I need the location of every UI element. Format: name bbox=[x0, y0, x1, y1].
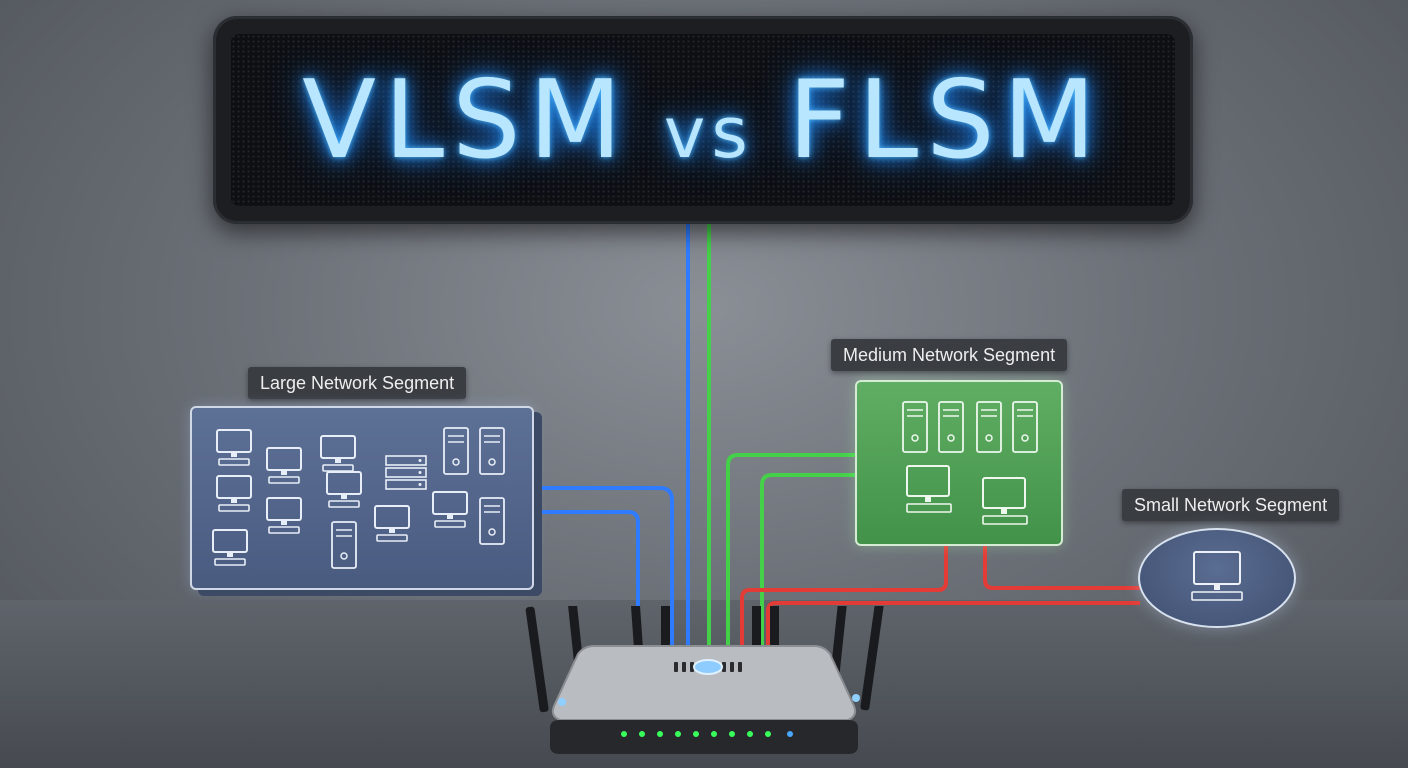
router-glow-left bbox=[558, 698, 566, 706]
tower-server-icon bbox=[478, 426, 506, 476]
sign-title-mid: vs bbox=[663, 91, 754, 174]
monitor-icon bbox=[979, 476, 1031, 528]
monitor-icon bbox=[264, 446, 306, 486]
medium-link-2 bbox=[760, 473, 857, 645]
monitor-icon bbox=[318, 434, 360, 474]
tower-server-icon bbox=[478, 496, 506, 546]
router-glow-right bbox=[852, 694, 860, 702]
medium-network-segment bbox=[855, 380, 1063, 546]
monitor-icon bbox=[430, 490, 472, 530]
led-sign-screen: VLSM vs FLSM bbox=[231, 34, 1175, 206]
monitor-icon bbox=[903, 464, 955, 516]
small-network-segment bbox=[1138, 528, 1296, 628]
tower-server-icon bbox=[975, 400, 1003, 454]
monitor-icon bbox=[324, 470, 366, 510]
large-link-1 bbox=[540, 486, 674, 645]
small-link-1 bbox=[740, 545, 948, 645]
small-link-3 bbox=[766, 601, 1140, 645]
monitor-icon bbox=[214, 474, 256, 514]
large-network-segment bbox=[190, 406, 534, 590]
large-link-2 bbox=[540, 510, 640, 645]
tower-server-icon bbox=[442, 426, 470, 476]
tower-server-icon bbox=[901, 400, 929, 454]
led-sign: VLSM vs FLSM bbox=[213, 16, 1193, 224]
router-status-leds bbox=[621, 731, 793, 737]
router-vents bbox=[674, 662, 742, 672]
sign-title: VLSM vs FLSM bbox=[302, 58, 1104, 183]
router-body bbox=[551, 645, 857, 721]
sign-title-left: VLSM bbox=[302, 57, 630, 183]
small-link-2 bbox=[983, 545, 1140, 590]
monitor-icon bbox=[1188, 550, 1248, 606]
sign-title-right: FLSM bbox=[787, 57, 1104, 183]
medium-link-1 bbox=[726, 453, 857, 645]
monitor-icon bbox=[264, 496, 306, 536]
large-segment-label: Large Network Segment bbox=[248, 367, 467, 399]
small-segment-label: Small Network Segment bbox=[1122, 489, 1340, 521]
monitor-icon bbox=[214, 428, 256, 468]
router-power-button[interactable] bbox=[693, 659, 723, 675]
monitor-icon bbox=[210, 528, 252, 568]
monitor-icon bbox=[372, 504, 414, 544]
router-front bbox=[550, 720, 858, 754]
tower-server-icon bbox=[330, 520, 358, 570]
tower-server-icon bbox=[937, 400, 965, 454]
rack-server-icon bbox=[384, 454, 428, 492]
router bbox=[525, 606, 884, 754]
medium-segment-label: Medium Network Segment bbox=[831, 339, 1068, 371]
tower-server-icon bbox=[1011, 400, 1039, 454]
